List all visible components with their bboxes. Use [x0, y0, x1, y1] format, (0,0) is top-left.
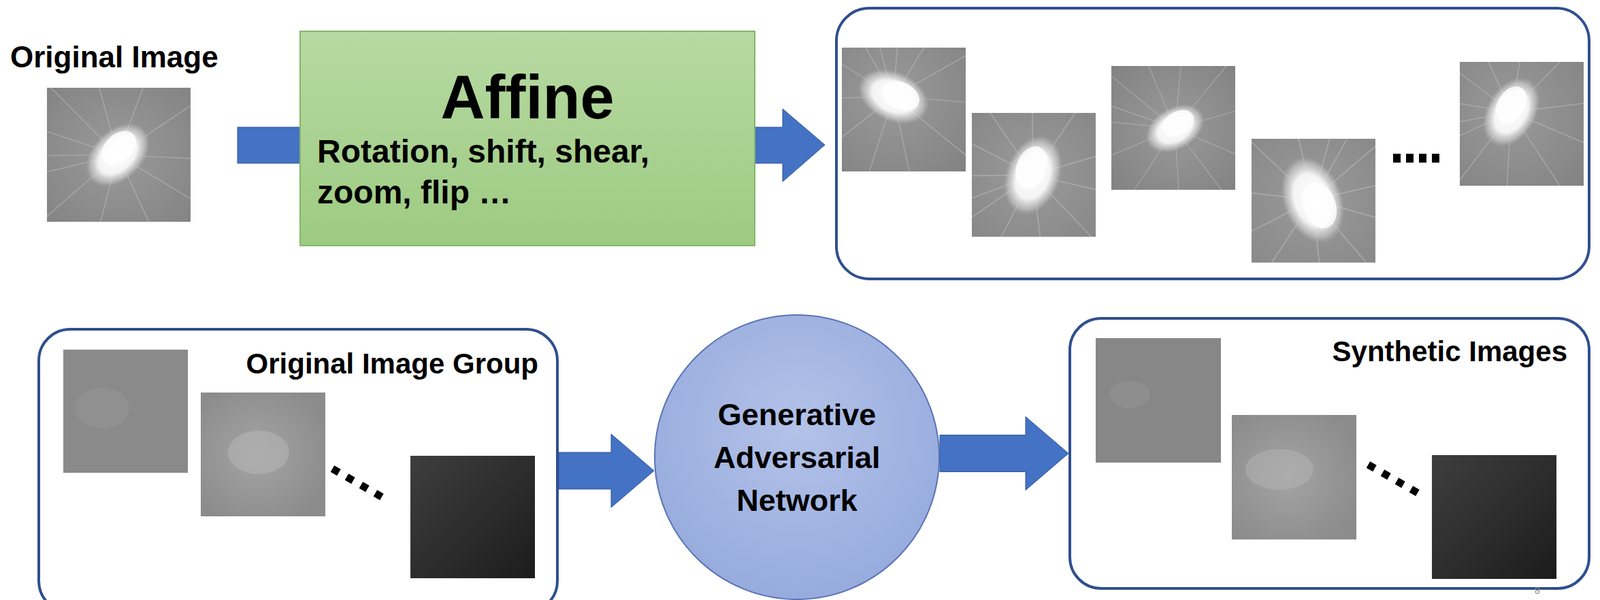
tissue-image — [63, 349, 188, 473]
synthetic-image — [1431, 455, 1557, 580]
ellipsis-dots — [1393, 153, 1440, 163]
group-box: Synthetic Images — [1068, 317, 1591, 591]
process-box: AffineRotation, shift, shear, zoom, flip… — [299, 30, 756, 247]
group-box: Original Image Group — [37, 328, 559, 600]
mammogram-image — [0, 0, 318, 342]
block-arrow — [939, 417, 1069, 491]
tissue-texture — [74, 387, 130, 429]
block-arrow — [752, 108, 825, 182]
tissue-image — [200, 392, 326, 517]
image-caption: Original Image — [10, 39, 219, 76]
page-number: 8 — [1534, 585, 1541, 597]
synthetic-image — [1095, 338, 1221, 463]
augmented-image — [1325, 0, 1600, 299]
tissue-texture — [1245, 449, 1314, 491]
arrow-shaft — [237, 127, 306, 164]
tissue-image — [410, 455, 535, 579]
node-title: Original Image Group — [57, 347, 539, 382]
tissue-texture — [1109, 381, 1151, 409]
node-body: Rotation, shift, shear, zoom, flip … — [317, 131, 738, 214]
ellipsis-dots — [1366, 461, 1420, 497]
tissue-texture — [227, 430, 290, 475]
synthetic-image — [1231, 415, 1357, 540]
node-title: Affine — [441, 63, 615, 132]
ellipsis-dots — [330, 465, 384, 501]
block-arrow — [558, 434, 655, 508]
node-title: Generative Adversarial Network — [694, 393, 900, 522]
node-title: Synthetic Images — [1091, 334, 1568, 369]
network-circle: Generative Adversarial Network — [654, 314, 940, 600]
